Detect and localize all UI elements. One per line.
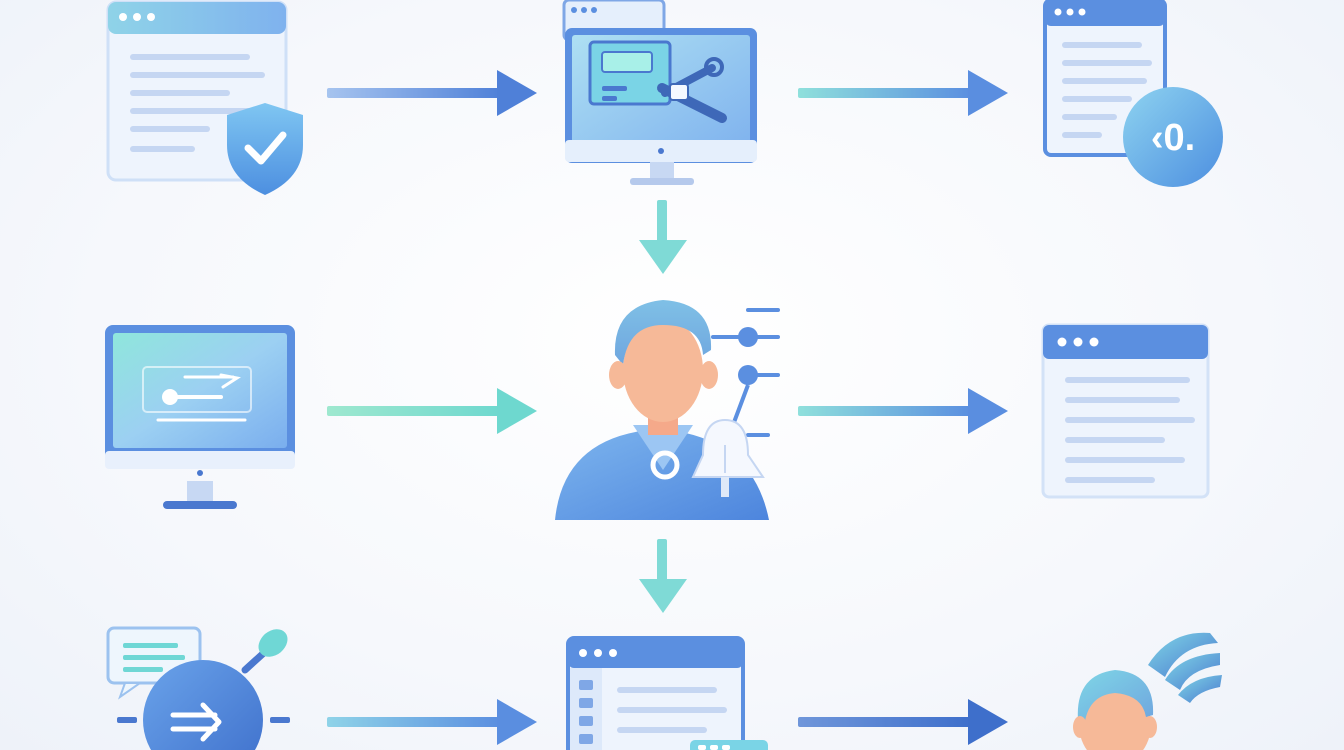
chat-tool-icon <box>106 626 290 750</box>
user-agent-node <box>553 295 788 525</box>
arrow-row2-a <box>327 388 537 434</box>
arrow-down-2 <box>639 539 687 613</box>
wrench-icon <box>657 57 727 123</box>
window-icon <box>566 636 768 750</box>
arrow-down-1 <box>639 200 687 274</box>
signal-icon <box>1148 632 1222 703</box>
document-window-icon <box>1041 323 1210 499</box>
arrow-row3-a <box>327 699 537 745</box>
connector-nodes-icon <box>691 308 780 497</box>
arrow-right-icon <box>142 366 252 422</box>
document-result-node: ‹0. <box>1040 0 1235 195</box>
user-signal-node <box>1070 625 1230 750</box>
badge-text: ‹0. <box>1151 117 1195 159</box>
key-icon <box>241 629 288 674</box>
chat-tool-node <box>105 625 300 750</box>
user-icon <box>1073 632 1222 750</box>
user-icon <box>555 300 780 520</box>
arrow-right-icon <box>170 702 222 742</box>
arrow-row3-b <box>798 699 1008 745</box>
arrow-row1-b <box>798 70 1008 116</box>
document-output-node <box>1040 322 1215 502</box>
monitor-input-node <box>103 323 298 518</box>
status-badge-icon: ‹0. <box>1123 87 1223 187</box>
document-window-icon <box>106 0 303 195</box>
shield-check-icon <box>227 103 303 195</box>
secure-document-node <box>105 0 310 200</box>
arrow-row1-a <box>327 70 537 116</box>
monitor-icon <box>105 325 295 509</box>
arrow-row2-b <box>798 388 1008 434</box>
app-window-node <box>565 635 775 750</box>
monitor-icon <box>562 0 757 185</box>
monitor-editing-node <box>562 0 762 190</box>
document-window-icon: ‹0. <box>1043 0 1223 187</box>
